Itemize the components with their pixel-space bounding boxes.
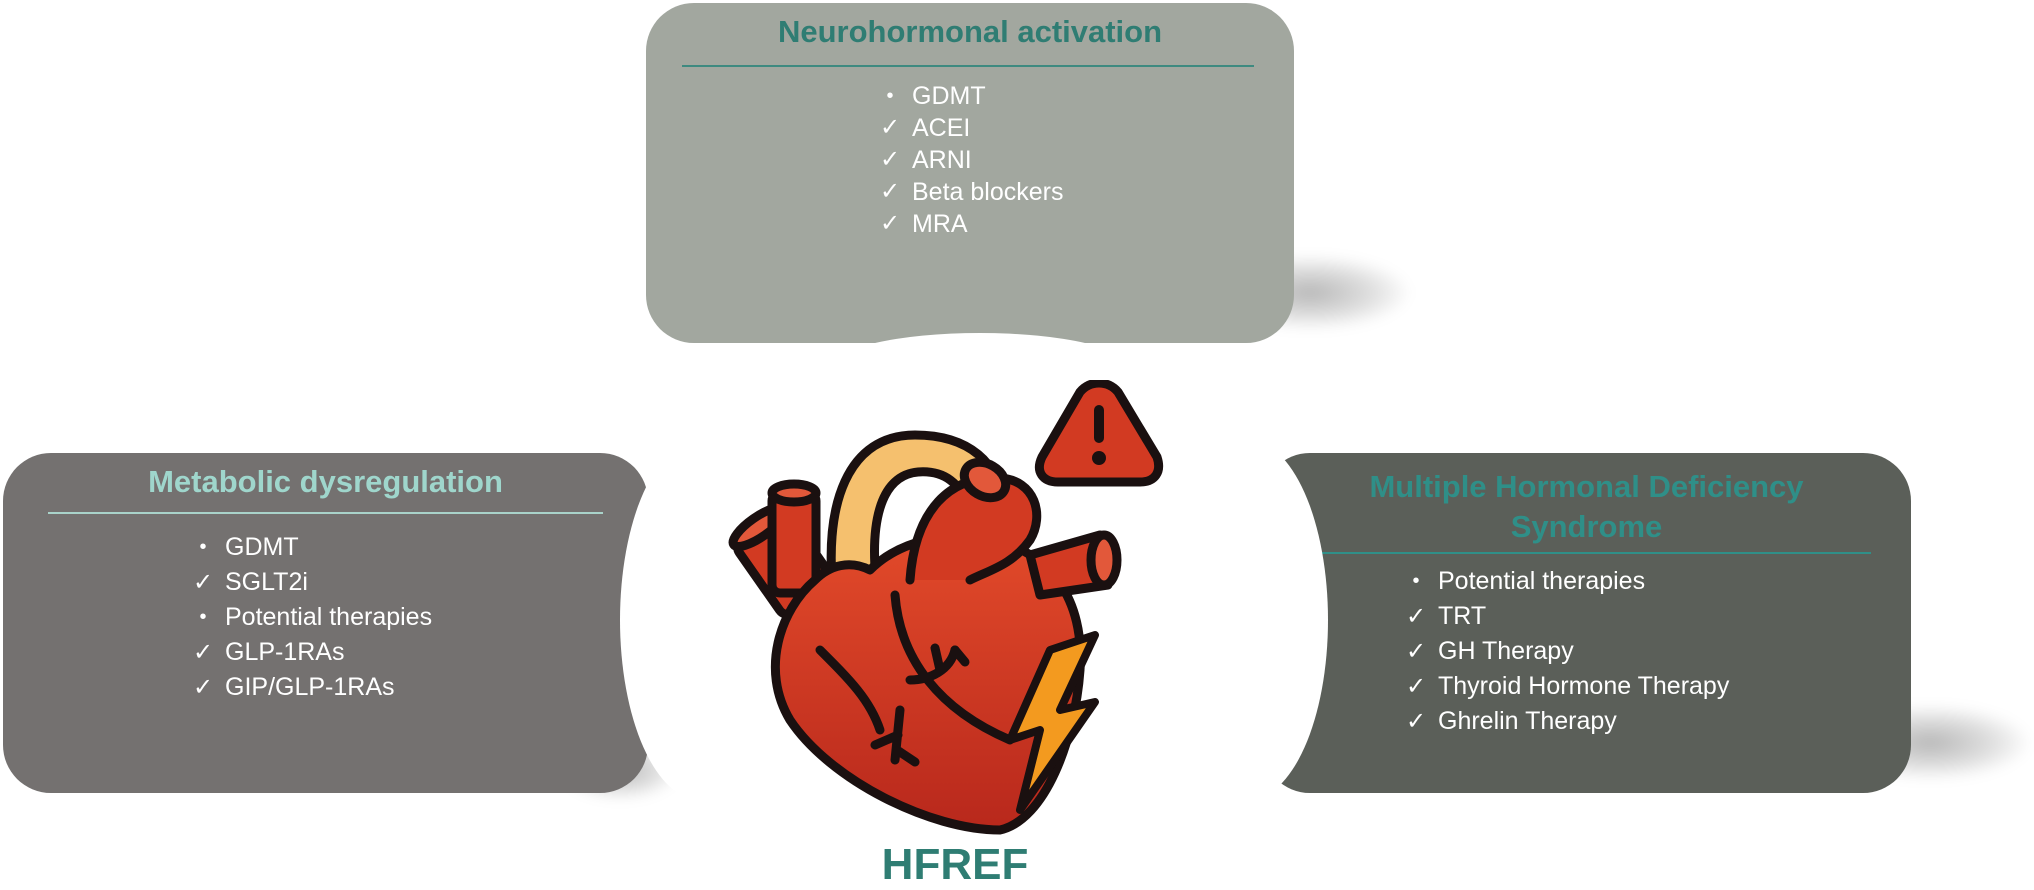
therapy-list: • Potential therapies ✓ TRT ✓ GH Therapy ✓ Thyr…: [1402, 564, 1729, 739]
list-item: • Potential therapies: [189, 600, 432, 635]
left-box-cutout: [620, 440, 780, 800]
bullet-icon: •: [199, 536, 207, 558]
bullet-icon: •: [1412, 570, 1420, 592]
list-item-text: GIP/GLP-1RAs: [225, 673, 395, 701]
right-box-cutout: [1168, 440, 1328, 800]
checkmark-icon: ✓: [1405, 708, 1427, 735]
list-item-text: GLP-1RAs: [225, 638, 345, 666]
checkmark-icon: ✓: [192, 674, 214, 701]
title-divider: [48, 512, 603, 514]
list-item-text: Beta blockers: [912, 178, 1064, 206]
list-item: ✓ SGLT2i: [189, 565, 432, 600]
list-item-text: Potential therapies: [225, 603, 433, 631]
list-item-text: SGLT2i: [225, 568, 308, 596]
box-title-line: Multiple Hormonal Deficiency: [1369, 469, 1804, 504]
list-item-text: GH Therapy: [1438, 637, 1574, 665]
title-divider: [682, 65, 1254, 67]
list-item: ✓ MRA: [876, 208, 1063, 240]
bullet-icon: •: [199, 606, 207, 628]
multiple-hormonal-deficiency-box: Multiple Hormonal Deficiency Syndrome • P…: [1262, 453, 1911, 793]
list-item: ✓ Beta blockers: [876, 176, 1064, 208]
bullet-icon: •: [886, 85, 894, 107]
list-item: ✓ Thyroid Hormone Therapy: [1402, 669, 1729, 704]
list-item: ✓ GLP-1RAs: [189, 635, 432, 670]
list-item: ✓ GH Therapy: [1402, 634, 1729, 669]
heart-icon: [728, 430, 1122, 835]
metabolic-dysregulation-box: Metabolic dysregulation • GDMT ✓ SGLT2i • Pot…: [3, 453, 648, 793]
list-item-text: Ghrelin Therapy: [1438, 707, 1617, 735]
heart-illustration: [728, 380, 1164, 835]
list-item-text: ARNI: [912, 146, 972, 174]
therapy-list: • GDMT ✓ ACEI ✓ ARNI ✓ Beta blockers ✓ MRA: [876, 80, 1064, 240]
therapy-list: • GDMT ✓ SGLT2i • Potential therapies ✓ GLP-1RA…: [189, 530, 432, 705]
list-item-text: ACEI: [912, 114, 971, 142]
warning-triangle-icon: [1034, 380, 1164, 487]
title-divider: [1302, 552, 1871, 554]
list-item: ✓ ACEI: [876, 112, 1063, 144]
box-title: Neurohormonal activation: [777, 14, 1163, 49]
checkmark-icon: ✓: [192, 639, 214, 666]
checkmark-icon: ✓: [1405, 603, 1427, 630]
checkmark-icon: ✓: [879, 178, 901, 205]
box-title: Metabolic dysregulation: [148, 464, 503, 499]
list-item: ✓ GIP/GLP-1RAs: [189, 670, 432, 705]
checkmark-icon: ✓: [879, 146, 901, 173]
checkmark-icon: ✓: [1405, 673, 1427, 700]
list-item-text: TRT: [1438, 602, 1487, 630]
checkmark-icon: ✓: [879, 210, 901, 237]
box-title: Multiple Hormonal Deficiency Syndrome: [1262, 467, 1911, 547]
neurohormonal-activation-box: Neurohormonal activation • GDMT ✓ ACEI ✓ ARNI…: [646, 3, 1294, 343]
checkmark-icon: ✓: [879, 114, 901, 141]
lightning-bolt-icon: [1006, 631, 1099, 814]
hfref-label: HFREF: [881, 840, 1029, 889]
list-item: • Potential therapies: [1402, 564, 1729, 599]
list-item-text: MRA: [912, 210, 968, 238]
list-item: ✓ ARNI: [876, 144, 1063, 176]
list-item-text: Potential therapies: [1438, 567, 1646, 595]
box-title-line: Syndrome: [1510, 509, 1663, 544]
list-item: • GDMT: [876, 80, 1063, 112]
list-item-text: GDMT: [912, 82, 986, 110]
list-item: • GDMT: [189, 530, 432, 565]
list-item: ✓ Ghrelin Therapy: [1402, 704, 1729, 739]
list-item-text: Thyroid Hormone Therapy: [1438, 672, 1730, 700]
checkmark-icon: ✓: [192, 569, 214, 596]
checkmark-icon: ✓: [1405, 638, 1427, 665]
list-item-text: GDMT: [225, 533, 299, 561]
list-item: ✓ TRT: [1402, 599, 1729, 634]
